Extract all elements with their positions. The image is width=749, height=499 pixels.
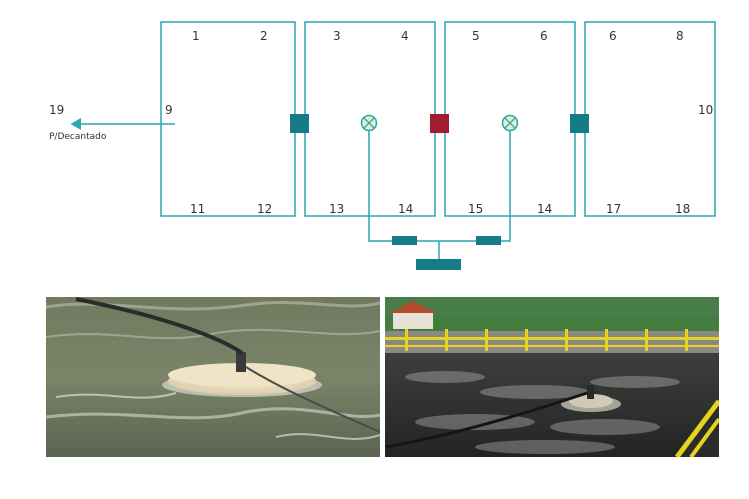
gate-1-2 xyxy=(290,114,309,133)
tank-2-label-top-right: 4 xyxy=(401,29,409,43)
tank-2-label-bottom-left: 13 xyxy=(329,202,345,216)
tank-2-label-top-left: 3 xyxy=(333,29,341,43)
pipe-valve-right xyxy=(476,236,501,245)
tank-4-outline xyxy=(584,21,716,217)
aerator-symbol-right xyxy=(501,114,519,132)
aeration-tank-photo xyxy=(385,297,719,457)
gate-3-4 xyxy=(570,114,589,133)
outlet-destination-label: P/Decantado xyxy=(49,132,107,142)
tank-4-label-side: 10 xyxy=(698,103,714,117)
tank-4-label-bottom-left: 17 xyxy=(606,202,622,216)
blower-unit xyxy=(416,259,461,270)
pipe-valve-left xyxy=(392,236,417,245)
tank-4-label-bottom-right: 18 xyxy=(675,202,691,216)
tank-1-outline xyxy=(160,21,296,217)
air-piping xyxy=(368,131,511,260)
tank-1-label-side: 9 xyxy=(165,103,173,117)
outlet-number-label: 19 xyxy=(49,103,65,117)
tank-4-label-top-right: 8 xyxy=(676,29,684,43)
tank-1-label-top-right: 2 xyxy=(260,29,268,43)
tank-4-label-top-left: 6 xyxy=(609,29,617,43)
tank-3-label-bottom-left: 15 xyxy=(468,202,484,216)
tank-1-label-top-left: 1 xyxy=(192,29,200,43)
gate-2-3 xyxy=(430,114,449,133)
tank-3-label-bottom-right: 14 xyxy=(537,202,553,216)
aeration-tank-schematic xyxy=(70,21,716,270)
aerator-symbol-left xyxy=(360,114,378,132)
aerator-closeup-photo xyxy=(46,297,380,457)
tank-1-label-bottom-right: 12 xyxy=(257,202,273,216)
tank-2-label-bottom-right: 14 xyxy=(398,202,414,216)
tank-1-label-bottom-left: 11 xyxy=(190,202,206,216)
tank-3-label-top-left: 5 xyxy=(472,29,480,43)
tank-3-label-top-right: 6 xyxy=(540,29,548,43)
